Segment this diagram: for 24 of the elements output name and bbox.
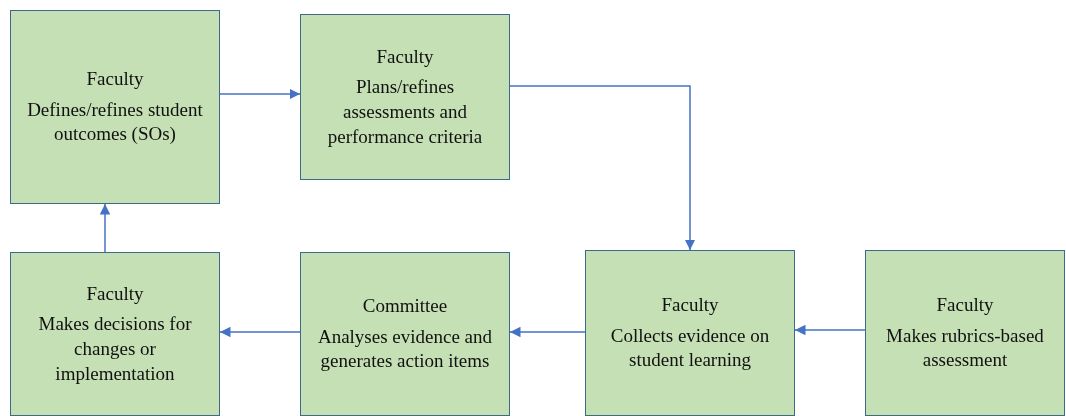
box-text: Collects evidence on student learning <box>609 323 771 373</box>
arrow <box>219 88 301 100</box>
box-heading: Faculty <box>86 66 144 91</box>
box-heading: Faculty <box>86 281 144 306</box>
process-box <box>300 14 510 180</box>
box-heading: Faculty <box>661 292 719 317</box>
box-text: Defines/refines student outcomes (SOs) <box>26 97 204 147</box>
process-box <box>10 252 220 416</box>
box-text: Makes decisions for changes or implementation <box>37 312 193 386</box>
process-box <box>300 252 510 416</box>
box-text: Plans/refines assessments and performance criteria <box>326 75 484 149</box>
arrow <box>219 326 301 338</box>
arrow <box>509 326 586 338</box>
process-box <box>865 250 1065 416</box>
arrow <box>509 85 696 251</box>
box-heading: Faculty <box>376 44 434 69</box>
box-heading: Committee <box>362 293 448 318</box>
arrow <box>99 203 111 253</box>
box-text: Analyses evidence and generates action items <box>316 324 494 374</box>
process-box <box>585 250 795 416</box>
box-text: Makes rubrics-based assessment <box>885 323 1045 373</box>
box-heading: Faculty <box>936 292 994 317</box>
arrow <box>794 324 866 336</box>
process-box <box>10 10 220 204</box>
